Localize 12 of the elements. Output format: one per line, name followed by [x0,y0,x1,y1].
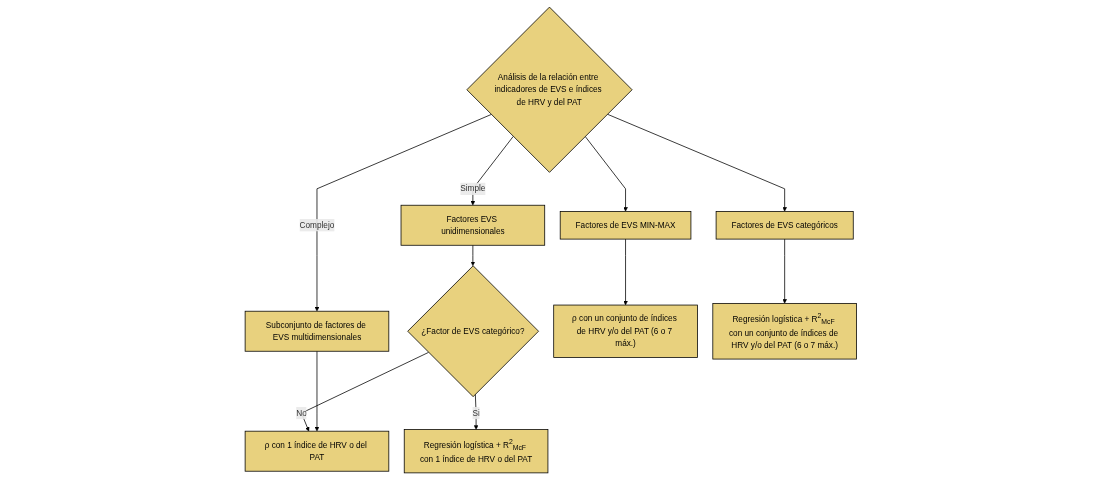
node-box: Factores de EVS categóricos [715,211,854,240]
edge-label: No [296,408,307,418]
edge-label: Simple [460,184,486,193]
node-box: Factores EVS unidimensionales [400,204,546,246]
node-diamond: Análisis de la relación entre indicadores de EVS e índices de HRV y del PAT [466,6,633,173]
edge-label: Si [472,408,480,418]
node-box: Subconjunto de factores de EVS multidimensionales [244,310,390,352]
node-box: ρ con 1 índice de HRV o del PAT [244,430,390,472]
node-diamond: ¿Factor de EVS categórico? [407,265,540,398]
node-box: ρ con un conjunto de índices de HRV y/o del PAT (6 o 7 máx.) [553,304,698,358]
node-box: Factores de EVS MIN-MAX [559,211,692,240]
edge-label: Complejo [299,220,335,230]
